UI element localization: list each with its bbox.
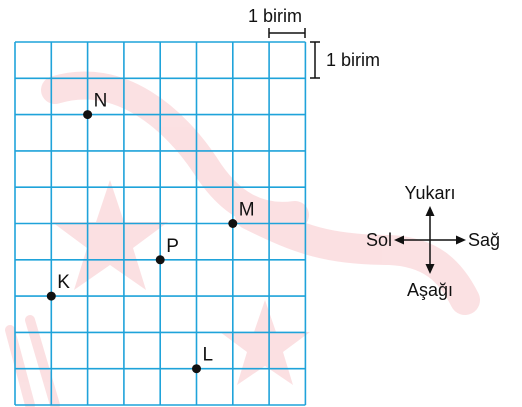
compass-up-label: Yukarı (404, 183, 455, 203)
point-k: K (46, 272, 70, 301)
arrow-right-icon (456, 235, 466, 245)
point-p: P (155, 236, 179, 265)
watermark (5, 71, 480, 407)
vertical-scale-indicator: 1 birim (310, 41, 380, 79)
point-label: M (239, 200, 255, 221)
direction-compass: Yukarı Aşağı Sol Sağ (366, 183, 500, 300)
grid (14, 41, 307, 406)
compass-left-label: Sol (366, 230, 392, 250)
arrow-up-icon (425, 206, 435, 216)
watermark-star-right (220, 300, 310, 385)
compass-right-label: Sağ (468, 230, 500, 250)
point-marker (83, 110, 93, 120)
compass-down-label: Aşağı (407, 280, 453, 300)
point-marker (46, 291, 56, 301)
point-marker (228, 219, 238, 228)
point-marker (155, 255, 165, 265)
horizontal-scale-indicator: 1 birim (248, 6, 306, 38)
point-label: P (166, 236, 179, 257)
watermark-star-left (52, 180, 168, 290)
point-l: L (192, 345, 213, 374)
points: N M P K L (46, 91, 255, 374)
point-label: K (57, 272, 70, 293)
point-label: L (203, 345, 214, 366)
horizontal-scale-label: 1 birim (248, 6, 302, 26)
arrow-down-icon (425, 264, 435, 274)
arrow-left-icon (394, 235, 404, 245)
point-n: N (83, 91, 107, 120)
point-m: M (228, 200, 255, 228)
vertical-scale-label: 1 birim (326, 50, 380, 70)
point-marker (192, 364, 201, 374)
point-label: N (94, 91, 108, 112)
